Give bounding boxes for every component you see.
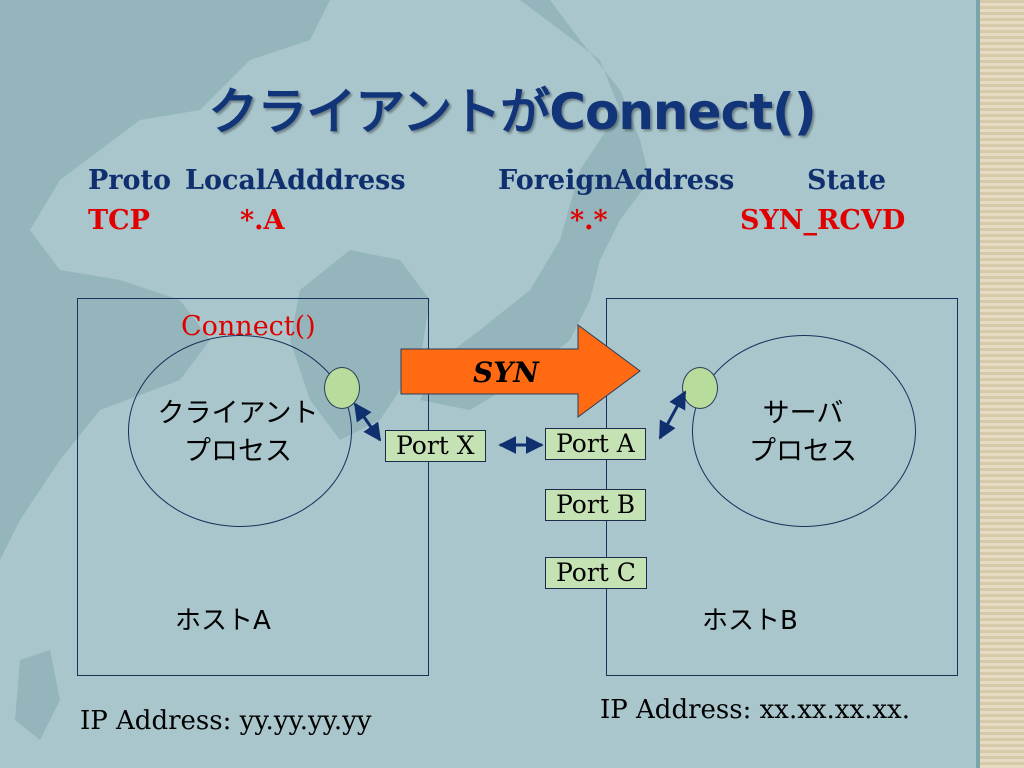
header-foreign-address: ForeignAddress [498,165,735,196]
client-process-line2: プロセス [184,436,292,467]
land-mass-west [0,0,330,560]
header-proto: Proto [88,165,172,196]
server-process-circle [692,335,916,527]
host-a-box [77,298,429,676]
host-b-ip: IP Address: xx.xx.xx.xx. [600,695,910,725]
server-process-line1: サーバ [762,398,844,429]
row-state: SYN_RCVD [740,205,906,236]
host-a-ip: IP Address: yy.yy.yy.yy [80,706,372,736]
syn-label: SYN [473,356,539,389]
slide-title: クライアントがConnect() [208,83,816,141]
client-socket-link [353,402,382,442]
port-b: Port B [545,489,647,521]
row-local-address: *.A [240,205,285,236]
host-b-label: ホストB [702,606,798,636]
client-process-label: クライアント プロセス [138,395,338,471]
client-socket [324,367,360,409]
server-socket-link [658,390,687,440]
land-mass-island [15,650,60,740]
client-process-circle [128,335,352,527]
header-local-address: LocalAdddress [185,165,406,196]
port-x: Port X [385,430,486,462]
host-b-box [606,298,958,676]
row-foreign-address: *.* [570,205,608,236]
client-process-line1: クライアント [157,398,319,429]
server-process-label: サーバ プロセス [703,395,903,471]
server-socket [682,367,718,409]
header-state: State [807,165,887,196]
port-c: Port C [545,557,647,589]
syn-arrow [400,324,641,418]
port-a: Port A [545,428,646,460]
row-proto: TCP [88,205,150,236]
host-a-label: ホストA [175,606,271,636]
server-process-line2: プロセス [749,436,857,467]
